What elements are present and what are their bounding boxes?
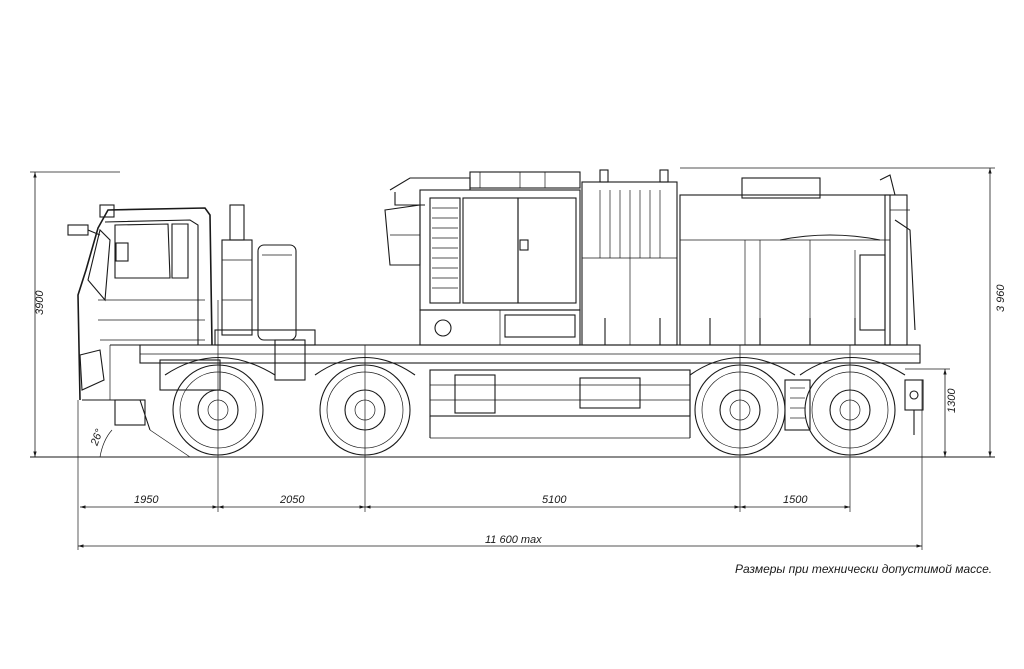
axle-centerlines — [77, 300, 923, 550]
dimension-label-1500: 1500 — [783, 494, 808, 506]
approach-angle-marker — [99, 429, 191, 458]
dimension-label-5100: 5100 — [542, 494, 567, 506]
footnote: Размеры при технически допустимой массе. — [735, 562, 993, 576]
rear-hitch — [904, 379, 924, 435]
ground-line — [30, 167, 995, 458]
truck-cab — [67, 204, 213, 431]
chassis-frame — [139, 344, 921, 439]
dimension-label-height-cab: 3900 — [34, 290, 46, 315]
dimension-label-2050: 2050 — [279, 494, 305, 506]
dimension-lines — [33, 168, 992, 548]
tool-hangers — [580, 318, 900, 346]
approach-angle-label: 26° — [89, 427, 107, 448]
dimension-label-hitch-height: 1300 — [946, 388, 958, 413]
generator-unit — [419, 189, 581, 346]
pipe-manifold — [384, 171, 581, 266]
fenders — [164, 356, 906, 431]
dimension-label-overall-length: 11 600 max — [485, 534, 542, 546]
central-tank — [581, 169, 678, 346]
rear-equipment-body — [679, 174, 916, 346]
dimension-label-height-unit: 3 960 — [995, 284, 1007, 312]
engine-intake-stack — [159, 204, 316, 391]
dimension-label-1950: 1950 — [134, 494, 159, 506]
